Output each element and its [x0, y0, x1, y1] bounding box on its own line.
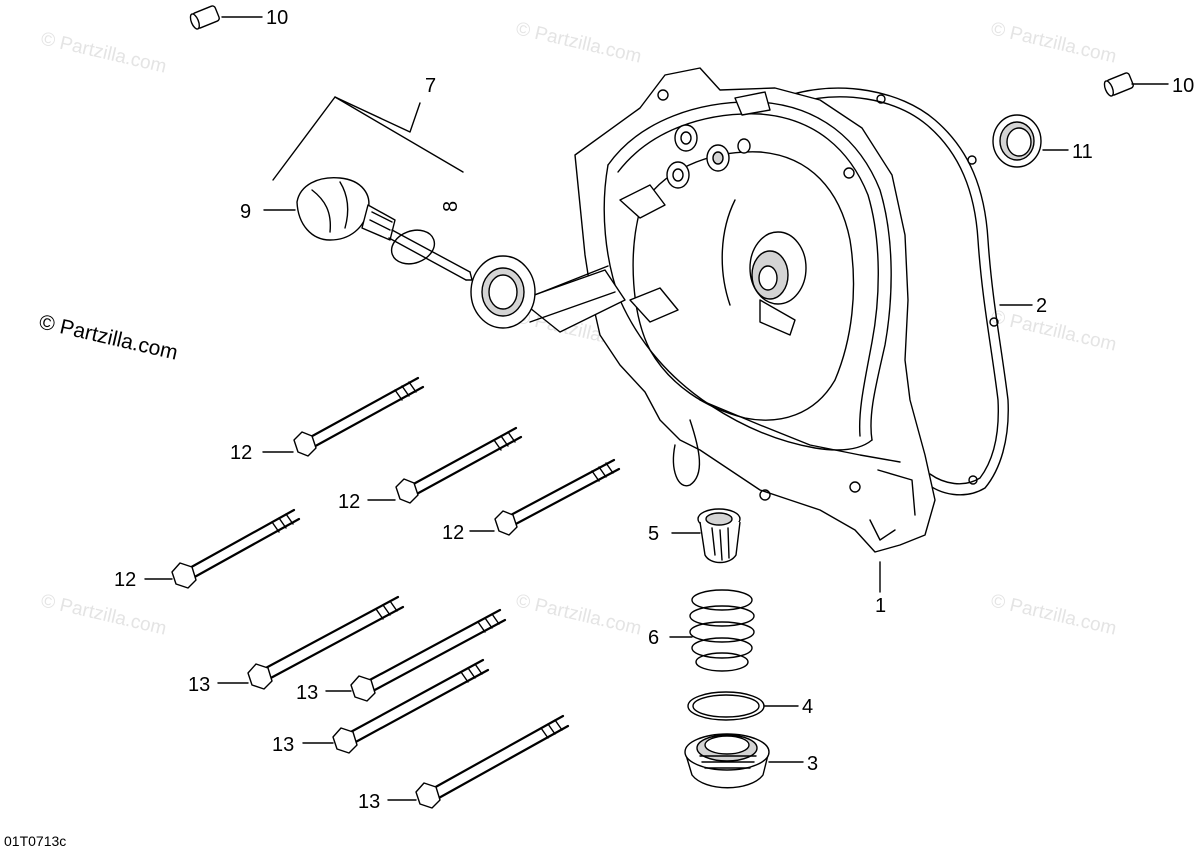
callout-5: 5: [648, 523, 659, 545]
strainer-part-5: [697, 508, 741, 564]
watermark-main: © Partzilla.com: [37, 310, 180, 364]
dipstick-assembly-part-7: [272, 96, 473, 281]
watermark: © Partzilla.com: [514, 18, 643, 67]
callout-10: 10: [1172, 75, 1194, 97]
crankcase-cover-part-1: [470, 67, 936, 553]
callout-12: 12: [230, 442, 252, 464]
bolt-part-12: [171, 376, 621, 589]
callout-3: 3: [807, 753, 818, 775]
callouts: 1 2 3 4 5 6 7 8 9 10 10 11 12 12 12 12 1…: [114, 7, 1194, 813]
callout-10: 10: [266, 7, 288, 29]
callout-2: 2: [1036, 295, 1047, 317]
diagram-code: 01T0713c: [4, 833, 66, 849]
callout-13: 13: [188, 674, 210, 696]
callout-8: 8: [440, 201, 462, 212]
callout-9: 9: [240, 201, 251, 223]
watermark: © Partzilla.com: [39, 28, 168, 77]
spring-part-6: [689, 589, 755, 672]
callout-1: 1: [875, 595, 886, 617]
callout-7: 7: [425, 75, 436, 97]
watermarks: © Partzilla.com © Partzilla.com © Partzi…: [39, 18, 1118, 639]
callout-12: 12: [338, 491, 360, 513]
callout-13: 13: [358, 791, 380, 813]
o-ring-part-4: [687, 691, 765, 721]
watermark: © Partzilla.com: [989, 306, 1118, 355]
watermark: © Partzilla.com: [514, 590, 643, 639]
callout-13: 13: [296, 682, 318, 704]
callout-12: 12: [442, 522, 464, 544]
watermark: © Partzilla.com: [989, 18, 1118, 67]
callout-11: 11: [1072, 141, 1093, 163]
watermark: © Partzilla.com: [989, 590, 1118, 639]
dowel-pin-part-10: [189, 5, 1134, 97]
oil-seal-part-11: [992, 114, 1042, 168]
bolt-part-13: [247, 595, 570, 809]
callout-6: 6: [648, 627, 659, 649]
callout-12: 12: [114, 569, 136, 591]
gasket-part-2: [789, 87, 1009, 496]
drain-plug-part-3: [684, 733, 770, 789]
leader-lines: [144, 16, 1169, 801]
callout-4: 4: [802, 696, 813, 718]
callout-13: 13: [272, 734, 294, 756]
watermark: © Partzilla.com: [39, 590, 168, 639]
